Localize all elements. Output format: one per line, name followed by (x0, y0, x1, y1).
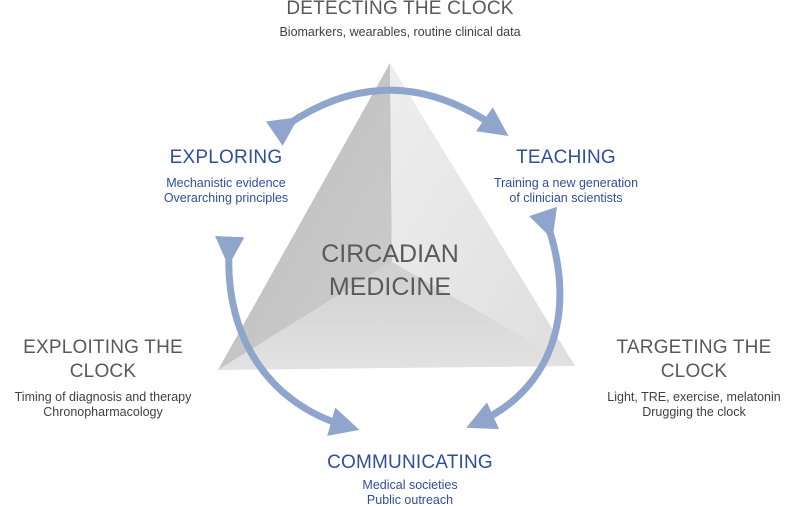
node-targeting-sub1: Light, TRE, exercise, melatonin (607, 389, 781, 404)
center-title-line2: MEDICINE (328, 272, 452, 301)
node-teaching-sub1: Training a new generation (493, 175, 639, 190)
node-targeting-title: TARGETING THE CLOCK (616, 337, 772, 382)
center-title: CIRCADIAN MEDICINE (290, 238, 490, 303)
node-communicating: COMMUNICATING Medical societies Public o… (290, 451, 530, 506)
node-exploring-sub2: Overarching principles (163, 191, 289, 206)
node-communicating-sub1: Medical societies (362, 477, 458, 492)
node-exploring-title: EXPLORING (169, 147, 283, 168)
center-title-line1: CIRCADIAN (321, 240, 459, 268)
node-exploring-sub1: Mechanistic evidence (166, 175, 286, 190)
arrow-right (466, 206, 564, 430)
node-detecting-title: DETECTING THE CLOCK (286, 0, 514, 19)
node-detecting: DETECTING THE CLOCK Biomarkers, wearable… (200, 0, 600, 40)
node-teaching: TEACHING Training a new generation of cl… (466, 146, 666, 207)
node-exploring: EXPLORING Mechanistic evidence Overarchi… (131, 146, 321, 207)
node-targeting: TARGETING THE CLOCK Light, TRE, exercise… (588, 336, 800, 421)
node-teaching-title: TEACHING (516, 147, 616, 168)
node-teaching-sub2: of clinician scientists (509, 191, 623, 206)
arrow-top (265, 86, 509, 146)
node-exploiting-title: EXPLOITING THE CLOCK (23, 337, 183, 382)
node-communicating-title: COMMUNICATING (327, 452, 493, 473)
arrow-left (215, 235, 360, 436)
node-communicating-sub2: Public outreach (366, 493, 454, 506)
node-detecting-sub: Biomarkers, wearables, routine clinical … (279, 24, 521, 39)
node-exploiting-sub2: Chronopharmacology (43, 405, 163, 420)
node-targeting-sub2: Drugging the clock (642, 405, 746, 420)
node-exploiting: EXPLOITING THE CLOCK Timing of diagnosis… (0, 336, 206, 421)
node-exploiting-sub1: Timing of diagnosis and therapy (14, 389, 192, 404)
